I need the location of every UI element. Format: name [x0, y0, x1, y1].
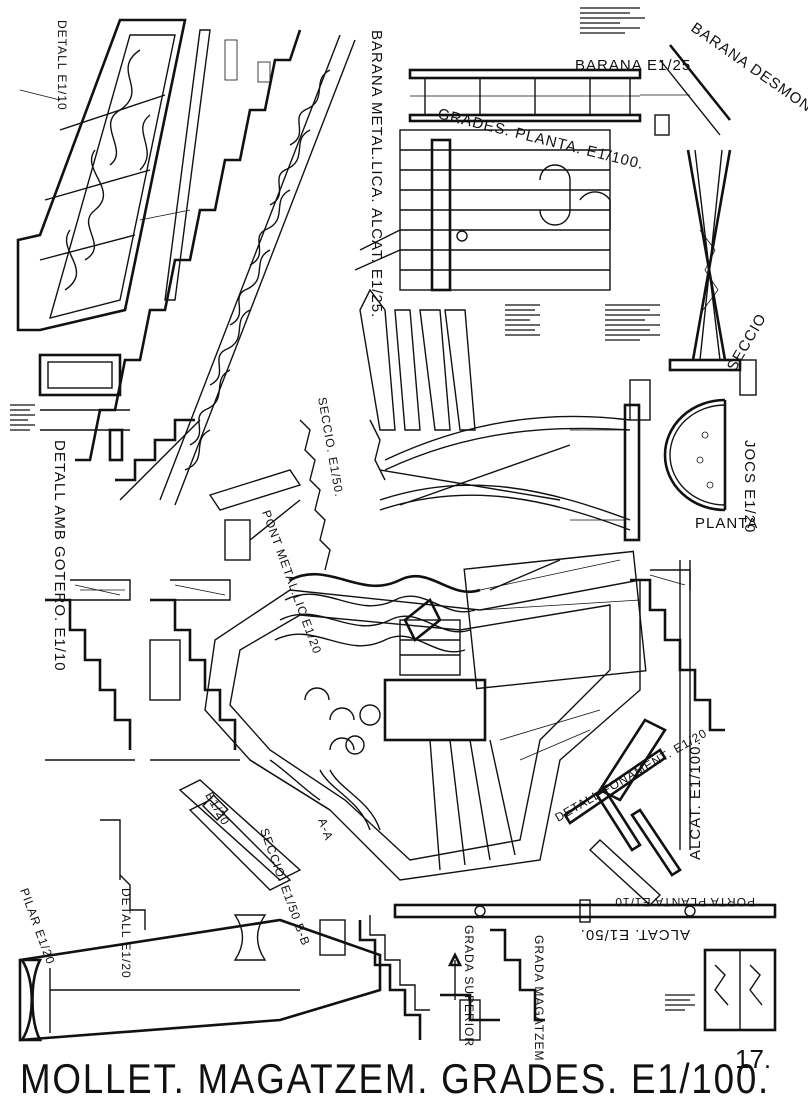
door-elevation — [703, 948, 777, 1032]
label-alcat-e150: ALCAT. E1/50. — [580, 926, 690, 943]
label-porta-planta: PORTA PLANTA E1/10 — [614, 895, 755, 909]
pillar-wedge — [18, 819, 382, 1042]
semicircle-plan — [663, 398, 727, 512]
foundation-detail — [563, 718, 682, 906]
bridge-plan — [379, 403, 641, 542]
left-stepped-sections — [45, 579, 240, 761]
label-alcat-e1100: ALCAT. E1/100. — [687, 740, 704, 860]
grada-sections — [358, 915, 545, 1041]
label-detall-top-left: DETALL E1/10 — [55, 20, 69, 111]
notes-left — [10, 404, 35, 431]
right-stepped-section — [630, 560, 725, 850]
sheet-number: 17. — [735, 1044, 771, 1074]
railing-elevation — [75, 29, 356, 506]
label-barana-metallica: BARANA METAL.LICA. ALCAT. E1/25. — [368, 30, 385, 318]
notes-bottom-right — [665, 994, 695, 1011]
play-structure — [629, 149, 757, 421]
label-jocs: JOCS E1/20 — [741, 440, 758, 533]
removable-railing — [640, 44, 732, 136]
section-bb — [178, 779, 302, 891]
label-planta: PLANTA — [695, 515, 758, 532]
left-center-steps — [115, 418, 201, 501]
notes-center — [505, 304, 660, 341]
railing-barana — [408, 68, 642, 123]
gutter-detail — [38, 353, 130, 462]
label-grada-magatzem: GRADA MAGATZEM — [532, 935, 546, 1061]
section-zigzag — [299, 419, 386, 571]
label-barana-desmontable: BARANA DESMONTABLE E1/5 — [688, 19, 808, 168]
label-seccio: SECCIO — [724, 310, 770, 374]
label-grada-superior: GRADA SUPERIOR — [462, 925, 476, 1047]
grades-plan — [354, 129, 611, 431]
detail-panel-top-left — [16, 18, 211, 332]
north-arrow-icon — [447, 952, 463, 1000]
label-pilar: PILAR E1/20 — [17, 886, 58, 966]
door-plan — [393, 899, 777, 923]
notes-top — [580, 7, 645, 34]
sheet-title: MOLLET. MAGATZEM. GRADES. E1/100. — [20, 1055, 770, 1100]
label-seccio-e150: SECCIO. E1/50. — [315, 396, 346, 498]
label-pont-metallic: PONT METAL.LIC E1/20 — [259, 508, 324, 656]
label-detall-bottom: DETALL E1/20 — [119, 888, 133, 979]
label-barana-right: BARANA E1/25 — [575, 57, 691, 74]
main-plan — [204, 550, 647, 881]
label-e120-small: E1/20 — [202, 790, 232, 828]
label-detall-gotero: DETALL AMB GOTERO. E1/10 — [51, 440, 68, 672]
label-a-a: A-A — [315, 816, 336, 842]
metal-bridge — [208, 469, 302, 561]
